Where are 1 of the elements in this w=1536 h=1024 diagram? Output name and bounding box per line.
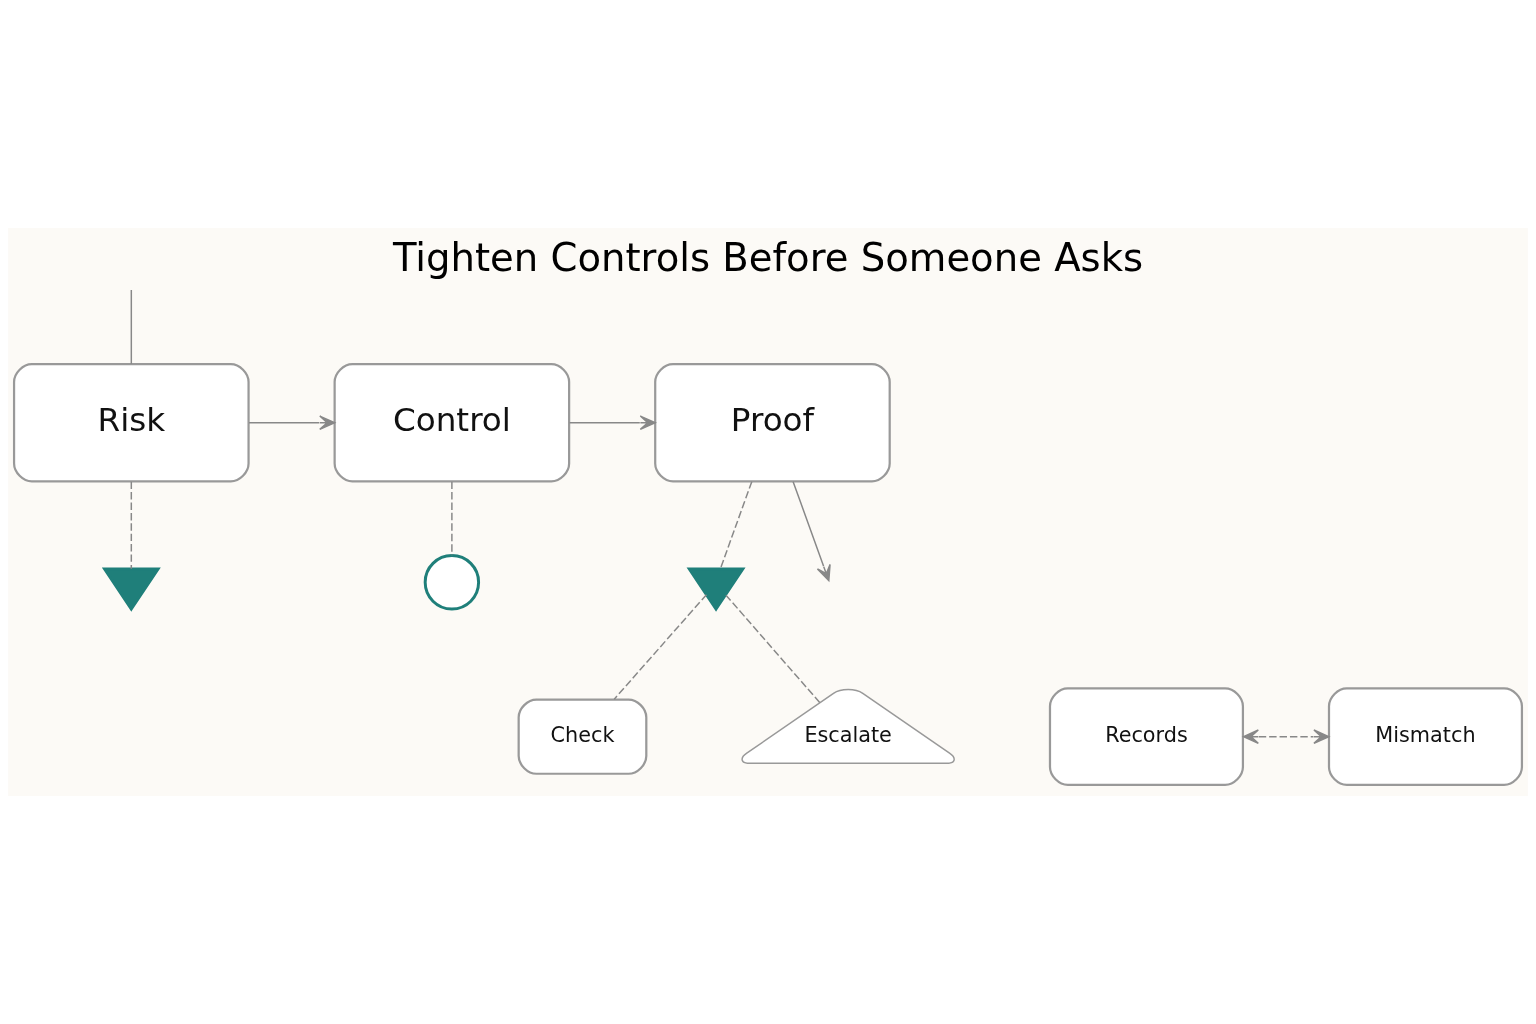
diagram-title: Tighten Controls Before Someone Asks [392,234,1144,280]
